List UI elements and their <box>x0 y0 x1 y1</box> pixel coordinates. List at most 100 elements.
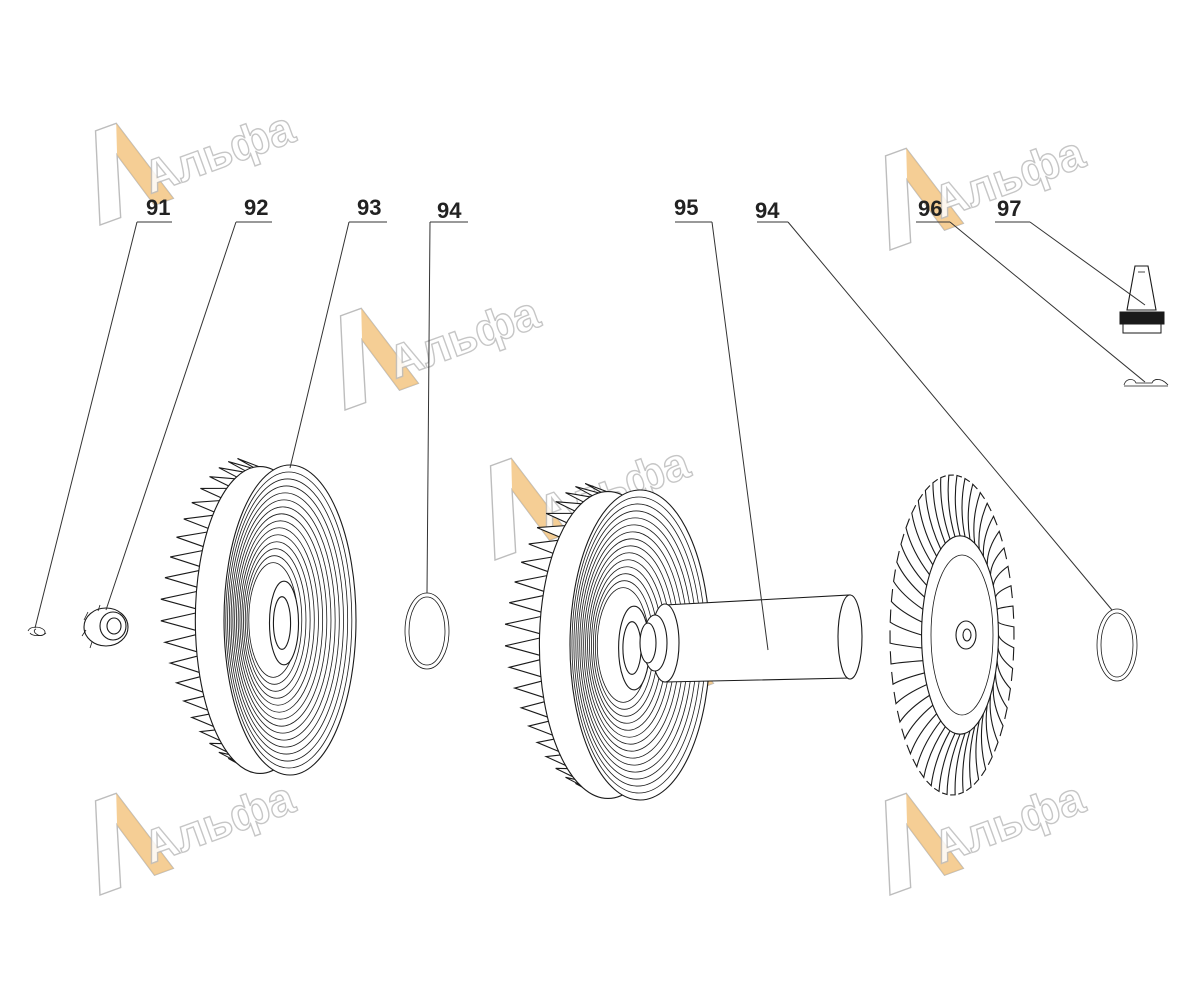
impeller-blade <box>160 590 199 610</box>
turbine-blade <box>958 730 971 795</box>
turbine-blade <box>954 474 963 536</box>
callout-97: 97 <box>997 196 1021 221</box>
turbine-blade <box>992 565 1011 586</box>
impeller-blade <box>526 720 555 737</box>
watermark: Альфа <box>884 770 1092 896</box>
turbine-blade <box>891 671 925 686</box>
turbine-blade <box>893 569 924 610</box>
callout-96: 96 <box>918 196 942 221</box>
impeller-blade <box>514 574 550 593</box>
watermark-text: Альфа <box>136 771 301 874</box>
impeller-ring <box>237 520 324 720</box>
turbine-blade <box>985 705 993 765</box>
leader-95 <box>675 221 769 651</box>
leader-91 <box>34 221 172 629</box>
impeller-blade <box>507 658 544 678</box>
watermark-text: Альфа <box>926 771 1091 874</box>
impeller-ring <box>239 527 319 713</box>
callout-labels: 91 92 93 94 95 94 96 97 <box>146 195 1021 223</box>
turbine-blade <box>950 733 966 796</box>
turbine-blade <box>896 550 925 598</box>
leader-94-right <box>757 221 1113 611</box>
leader-94-left <box>426 221 468 594</box>
turbine-blade <box>986 530 1003 565</box>
turbine-blade <box>889 630 922 649</box>
impeller-ring <box>243 541 311 699</box>
turbine-blade <box>932 478 946 544</box>
impeller-blade <box>176 531 210 548</box>
part-96-clip <box>1123 379 1169 387</box>
impeller-ring <box>228 485 344 755</box>
impeller-blade <box>504 637 542 657</box>
part-92-nut <box>81 604 129 649</box>
turbine-blade <box>901 704 934 741</box>
turbine-blade <box>994 584 1013 599</box>
rotor-turbine-wheel <box>889 474 1015 796</box>
turbine-blade <box>896 694 930 724</box>
callout-91: 91 <box>146 195 170 220</box>
turbine-blade <box>889 651 923 665</box>
callout-94: 94 <box>755 198 780 223</box>
leader-92 <box>105 221 272 611</box>
turbine-blade <box>982 514 998 557</box>
turbine-blade <box>917 493 938 557</box>
callout-93: 93 <box>357 195 381 220</box>
impeller-blade <box>555 767 577 779</box>
impeller-ring <box>225 471 353 769</box>
watermark-text: Альфа <box>381 286 546 389</box>
part-94-o-ring <box>404 592 450 670</box>
part-97-cap <box>1119 265 1165 334</box>
impeller-ring <box>230 492 340 748</box>
callout-94: 94 <box>437 198 462 223</box>
turbine-blade <box>994 672 1008 720</box>
turbine-blade <box>890 589 923 623</box>
impeller-blade <box>584 482 612 494</box>
turbine-blade <box>889 609 922 636</box>
leader-96 <box>916 221 1146 383</box>
part-93-impeller-disc <box>160 457 357 776</box>
impeller-blade <box>521 556 554 573</box>
turbine-blade <box>989 546 1008 575</box>
turbine-blade <box>967 483 978 540</box>
leader-93 <box>289 221 387 469</box>
part-94-o-ring <box>1096 608 1138 682</box>
impeller-ring <box>241 534 315 706</box>
turbine-blade <box>996 605 1015 619</box>
impeller-bore <box>272 596 292 650</box>
impeller-blade <box>536 524 567 539</box>
impeller-ring <box>246 555 303 685</box>
impeller-ring <box>227 478 349 762</box>
impeller-blade <box>162 633 199 653</box>
turbine-blade <box>978 501 992 550</box>
impeller-blade <box>191 499 222 514</box>
impeller-blade <box>237 457 264 469</box>
turbine-blade <box>947 474 956 537</box>
callout-95: 95 <box>674 195 698 220</box>
turbine-blade <box>961 477 971 537</box>
turbine-blade <box>924 485 942 550</box>
impeller-blade <box>504 615 543 635</box>
watermark: Альфа <box>884 125 1092 251</box>
turbine-bore <box>962 628 972 642</box>
impeller-ring <box>244 548 307 692</box>
turbine-blade <box>911 505 934 566</box>
leader-lines <box>34 221 1146 651</box>
watermark-text: Альфа <box>136 101 301 204</box>
callout-92: 92 <box>244 195 268 220</box>
impeller-bore <box>622 621 642 675</box>
impeller-ring <box>235 513 328 727</box>
impeller-ring <box>232 499 336 741</box>
turbine-blade <box>906 713 937 756</box>
turbine-blade <box>997 621 1015 640</box>
turbine-blade <box>989 695 999 752</box>
turbine-blade <box>992 684 1004 737</box>
part-91-clip <box>27 626 47 637</box>
turbine-blade <box>965 726 976 792</box>
impeller-blade <box>509 594 546 614</box>
leader-97 <box>995 221 1146 306</box>
impeller-blade <box>218 751 239 763</box>
impeller-blade <box>164 569 201 589</box>
impeller-blade <box>519 700 550 719</box>
turbine-blade <box>905 518 930 575</box>
